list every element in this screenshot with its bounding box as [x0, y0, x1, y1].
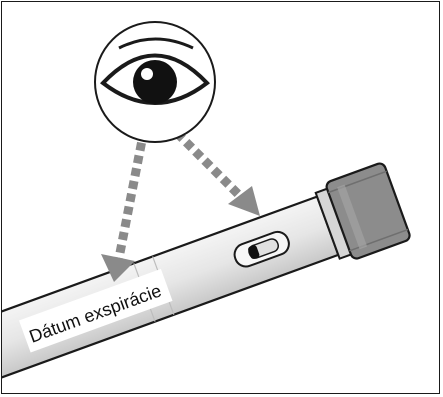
pen-body: Dátum exspirácie: [2, 162, 411, 393]
pen-cap: [325, 162, 411, 260]
arrow-down-icon: [173, 129, 260, 216]
eye-icon: [94, 21, 216, 143]
arrow-down-icon: [101, 129, 149, 282]
inspection-window: [233, 230, 290, 268]
